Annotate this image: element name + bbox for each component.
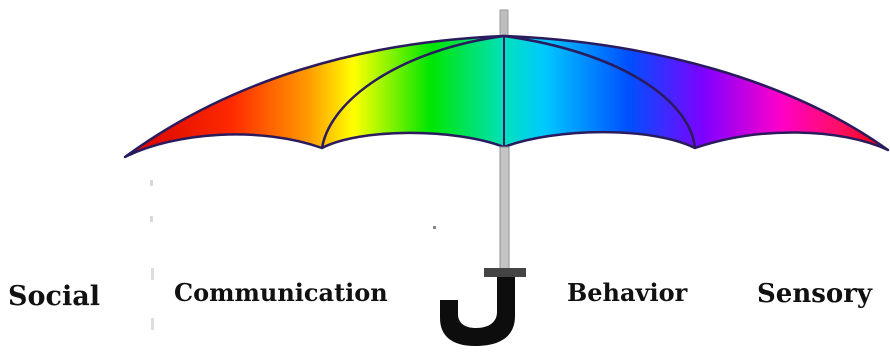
speck <box>151 318 154 330</box>
label-behavior: Behavior <box>567 281 687 305</box>
umbrella-handle <box>440 277 515 346</box>
speck <box>150 180 153 186</box>
shaft-tip <box>500 10 508 36</box>
speck <box>433 226 436 229</box>
handle-collar <box>484 268 526 277</box>
umbrella-shaft <box>500 147 509 270</box>
label-social: Social <box>8 283 100 310</box>
label-sensory: Sensory <box>757 281 872 307</box>
label-communication: Communication <box>174 281 388 305</box>
umbrella-canopy <box>125 36 888 157</box>
speck <box>151 268 154 280</box>
speck <box>150 216 153 222</box>
